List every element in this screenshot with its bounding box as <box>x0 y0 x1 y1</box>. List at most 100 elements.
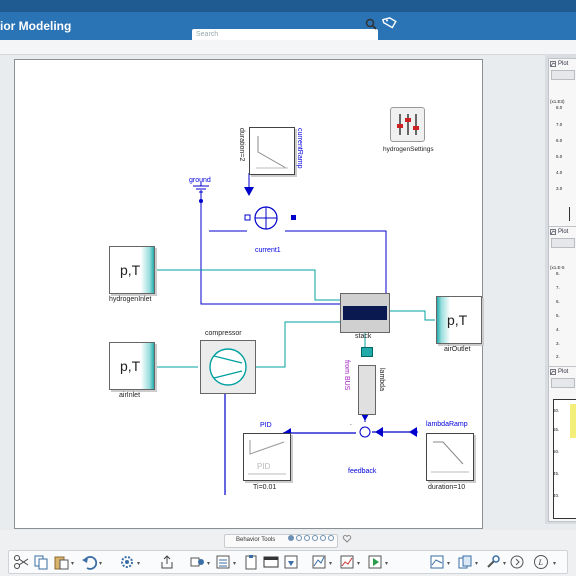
y-tick: 3. <box>556 341 560 346</box>
top-strip <box>0 0 576 12</box>
page-dot[interactable] <box>296 535 302 541</box>
plot-window-2[interactable]: Plot (x1.E-5 8. 7. 6. 5. 4. 3. 2. <box>548 226 576 368</box>
window-icon[interactable] <box>263 554 279 570</box>
plot-toolbar[interactable] <box>551 238 575 248</box>
undo-dropdown-icon[interactable]: ▾ <box>99 561 103 567</box>
y-tick: 3.0 <box>556 186 563 191</box>
share-icon[interactable] <box>159 554 175 570</box>
info-icon[interactable]: L <box>533 554 549 570</box>
page-dot[interactable] <box>312 535 318 541</box>
page-dot[interactable] <box>304 535 310 541</box>
stack-block[interactable] <box>340 293 390 333</box>
y-tick: 7. <box>556 285 560 290</box>
air-outlet-block[interactable]: p,T <box>436 296 482 344</box>
lambda-ramp-block[interactable] <box>426 433 474 481</box>
y-tick: 50. <box>553 449 560 454</box>
search-field[interactable]: Search <box>192 29 378 43</box>
stack-label: stack <box>355 333 372 340</box>
pid-curve-icon <box>248 440 286 475</box>
next-icon[interactable] <box>509 554 525 570</box>
copy-icon[interactable] <box>33 554 49 570</box>
lambda-block[interactable] <box>358 365 376 415</box>
plot-scale: (x1.E-5 <box>550 265 565 270</box>
model-icon[interactable] <box>189 554 205 570</box>
hydrogen-settings-block[interactable] <box>390 107 425 142</box>
search-icon[interactable] <box>364 17 378 31</box>
app-title: ior Modeling <box>0 19 72 33</box>
current-ramp-block[interactable] <box>249 127 295 175</box>
compare-icon[interactable] <box>457 554 473 570</box>
page-dot[interactable] <box>328 535 334 541</box>
plot-area[interactable] <box>553 399 576 519</box>
tools-dropdown-icon[interactable]: ▾ <box>503 561 507 567</box>
sub-toolbar <box>0 40 576 55</box>
feedback-label: feedback <box>348 468 377 475</box>
y-tick: 5. <box>556 313 560 318</box>
tools-icon[interactable] <box>485 554 501 570</box>
info-dropdown-icon[interactable]: ▾ <box>553 561 557 567</box>
y-tick: 40. <box>553 493 560 498</box>
bottom-area: Behavior Tools ▾ ▾ ▾ ▾ ▾ ▾ ▾ ▾ ▾ ▾ ▾ <box>0 530 576 576</box>
tag-icon[interactable] <box>382 15 398 31</box>
plot-window-3[interactable]: Plot 60. 55. 50. 45. 40. <box>548 366 576 522</box>
hydrogen-settings-label: hydrogenSettings <box>383 146 434 153</box>
analysis-icon[interactable] <box>311 554 327 570</box>
action-toolbar: ▾ ▾ ▾ ▾ ▾ ▾ ▾ ▾ ▾ ▾ ▾ L ▾ <box>8 550 568 574</box>
lambda-label: lambda <box>378 368 385 391</box>
y-tick: 5.0 <box>556 154 563 159</box>
pid-param: Ti=0.01 <box>253 484 277 491</box>
hydrogen-inlet-block[interactable]: p,T <box>109 246 155 294</box>
hydrogen-inlet-label: hydrogenInlet <box>109 296 152 303</box>
plot-title: Plot <box>558 61 569 67</box>
svg-text:L: L <box>538 558 544 567</box>
air-inlet-block[interactable]: p,T <box>109 342 155 390</box>
diagram-canvas[interactable]: - currentRamp duration=2 hydrogenSetting… <box>14 59 483 529</box>
favorite-heart-icon[interactable] <box>342 534 352 544</box>
compare-dropdown-icon[interactable]: ▾ <box>475 561 479 567</box>
model-dropdown-icon[interactable]: ▾ <box>207 561 211 567</box>
search-input[interactable]: Search <box>196 31 219 38</box>
chart-icon[interactable] <box>339 554 355 570</box>
paste-icon[interactable] <box>53 554 69 570</box>
pid-inner-label: PID <box>257 462 271 471</box>
page-dot[interactable] <box>320 535 326 541</box>
simulate-dropdown-icon[interactable]: ▾ <box>385 561 389 567</box>
compressor-icon <box>209 348 247 386</box>
plot-tool-icon[interactable] <box>429 554 445 570</box>
settings-sliders-icon <box>397 114 419 135</box>
plot-tool-dropdown-icon[interactable]: ▾ <box>447 561 451 567</box>
page-dot[interactable] <box>288 535 294 541</box>
cut-icon[interactable] <box>13 554 29 570</box>
compressor-block[interactable] <box>200 340 256 394</box>
plot-toolbar[interactable] <box>551 70 575 80</box>
compressor-label: compressor <box>205 330 242 337</box>
ramp-icon <box>431 441 469 473</box>
pid-block[interactable]: PID <box>243 433 291 481</box>
air-inlet-label: airInlet <box>119 392 141 399</box>
behavior-tools-label: Behavior Tools <box>236 537 276 543</box>
plot-toolbar[interactable] <box>551 378 575 388</box>
y-tick: 60. <box>553 408 560 413</box>
y-tick: 7.0 <box>556 122 563 127</box>
settings-gear-icon[interactable] <box>119 554 135 570</box>
download-icon[interactable] <box>283 554 299 570</box>
boundary-text: p,T <box>120 358 141 374</box>
paste-dropdown-icon[interactable]: ▾ <box>71 561 75 567</box>
list-icon[interactable] <box>215 554 231 570</box>
chart-dropdown-icon[interactable]: ▾ <box>357 561 361 567</box>
lambda-ramp-param: duration=10 <box>428 484 466 491</box>
y-tick: 4. <box>556 327 560 332</box>
list-dropdown-icon[interactable]: ▾ <box>233 561 237 567</box>
undo-icon[interactable] <box>81 554 97 570</box>
current-ramp-label: currentRamp <box>296 128 303 169</box>
plot-window-1[interactable]: Plot (x1.E3) 8.0 7.0 6.0 5.0 4.0 3.0 <box>548 58 576 228</box>
y-tick: 45. <box>553 471 560 476</box>
analysis-dropdown-icon[interactable]: ▾ <box>329 561 333 567</box>
clipboard-icon[interactable] <box>243 554 259 570</box>
settings-dropdown-icon[interactable]: ▾ <box>137 561 141 567</box>
bus-connector[interactable] <box>361 347 373 357</box>
plot-icon <box>550 229 556 235</box>
ground-label: ground <box>189 177 211 184</box>
simulate-icon[interactable] <box>367 554 383 570</box>
ramp-icon <box>256 136 288 169</box>
